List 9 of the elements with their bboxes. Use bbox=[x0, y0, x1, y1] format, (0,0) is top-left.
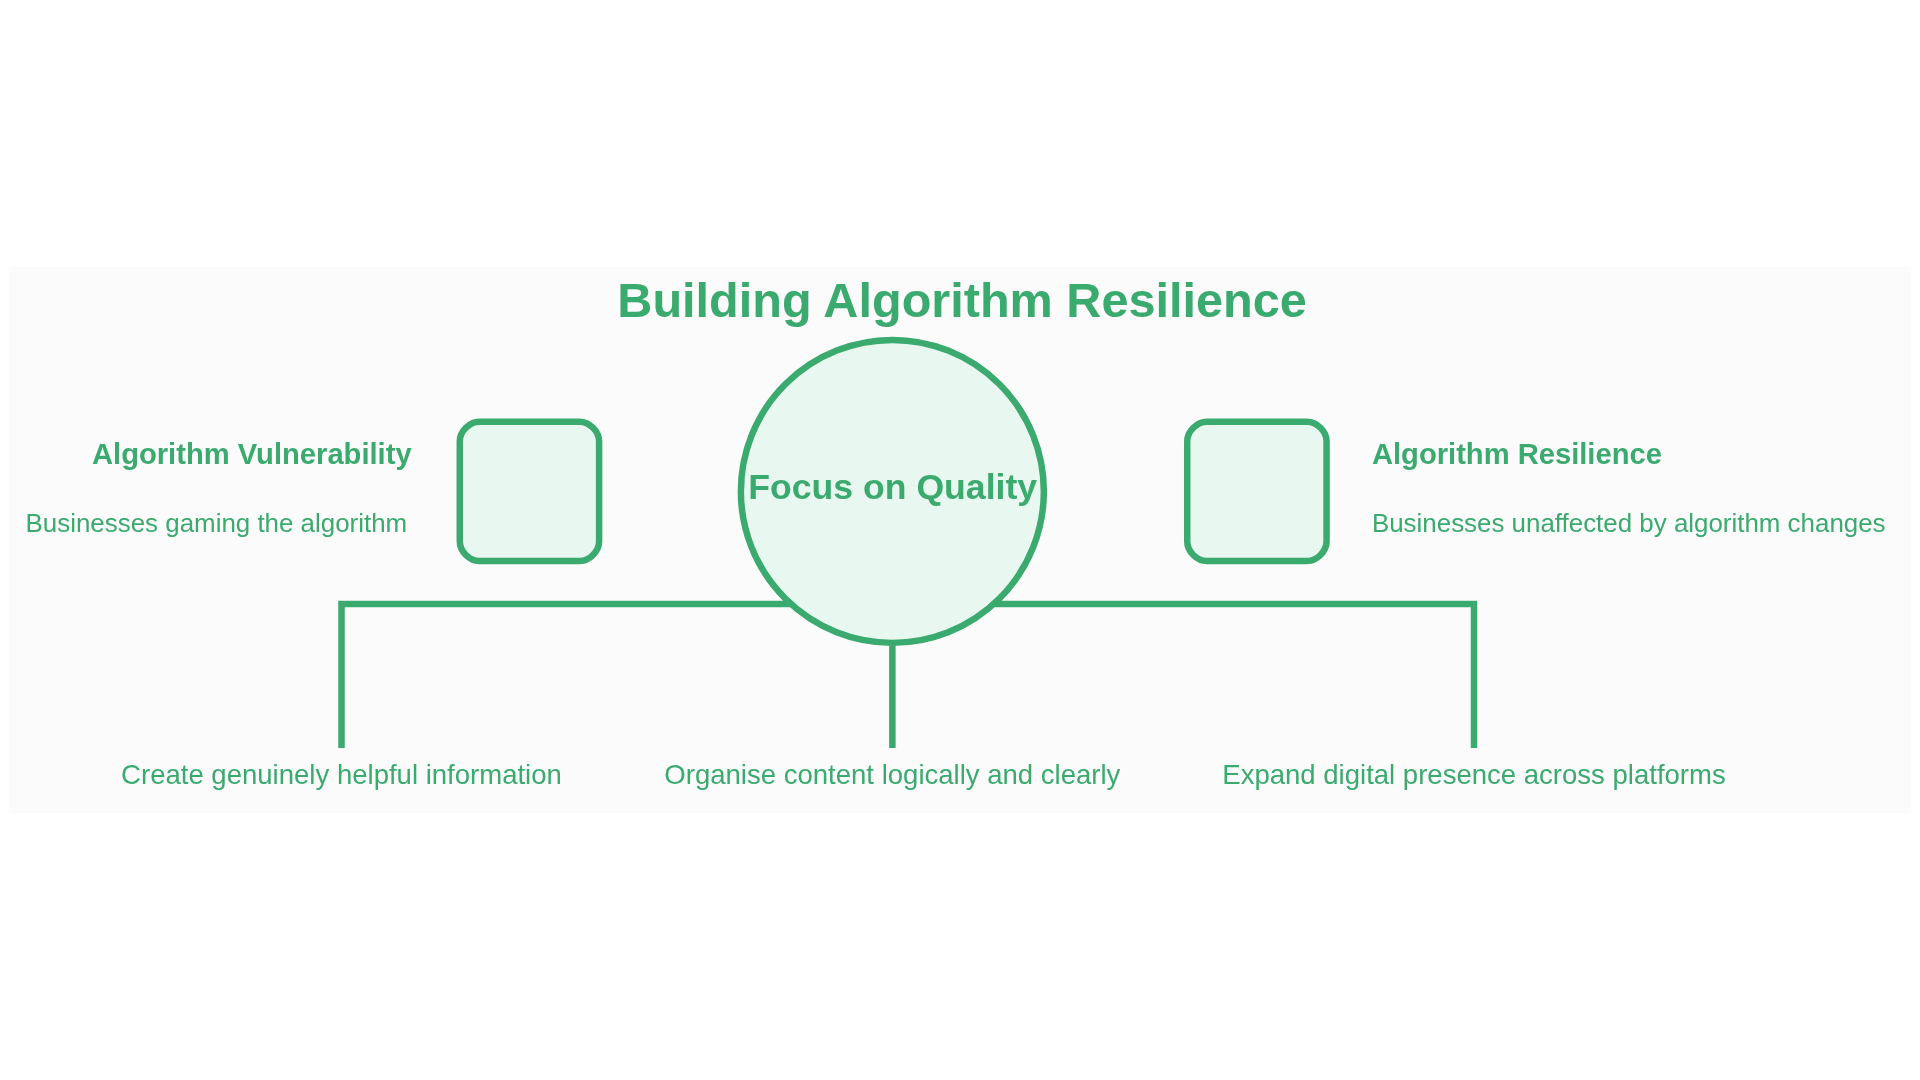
node-circle: Focus on Quality bbox=[737, 336, 1048, 647]
diagram-title: Building Algorithm Resilience bbox=[617, 273, 1307, 328]
node-label: Algorithm Vulnerability bbox=[91, 437, 412, 470]
node-text: Organise content logically and clearly bbox=[664, 759, 1121, 790]
node-text: Create genuinely helpful information bbox=[121, 759, 562, 790]
node-label: Businesses gaming the algorithm bbox=[25, 509, 408, 538]
node-text: Expand digital presence across platforms bbox=[1222, 759, 1726, 790]
node-label: Businesses unaffected by algorithm changes bbox=[1371, 509, 1886, 538]
node-label: Algorithm Resilience bbox=[1371, 437, 1662, 470]
